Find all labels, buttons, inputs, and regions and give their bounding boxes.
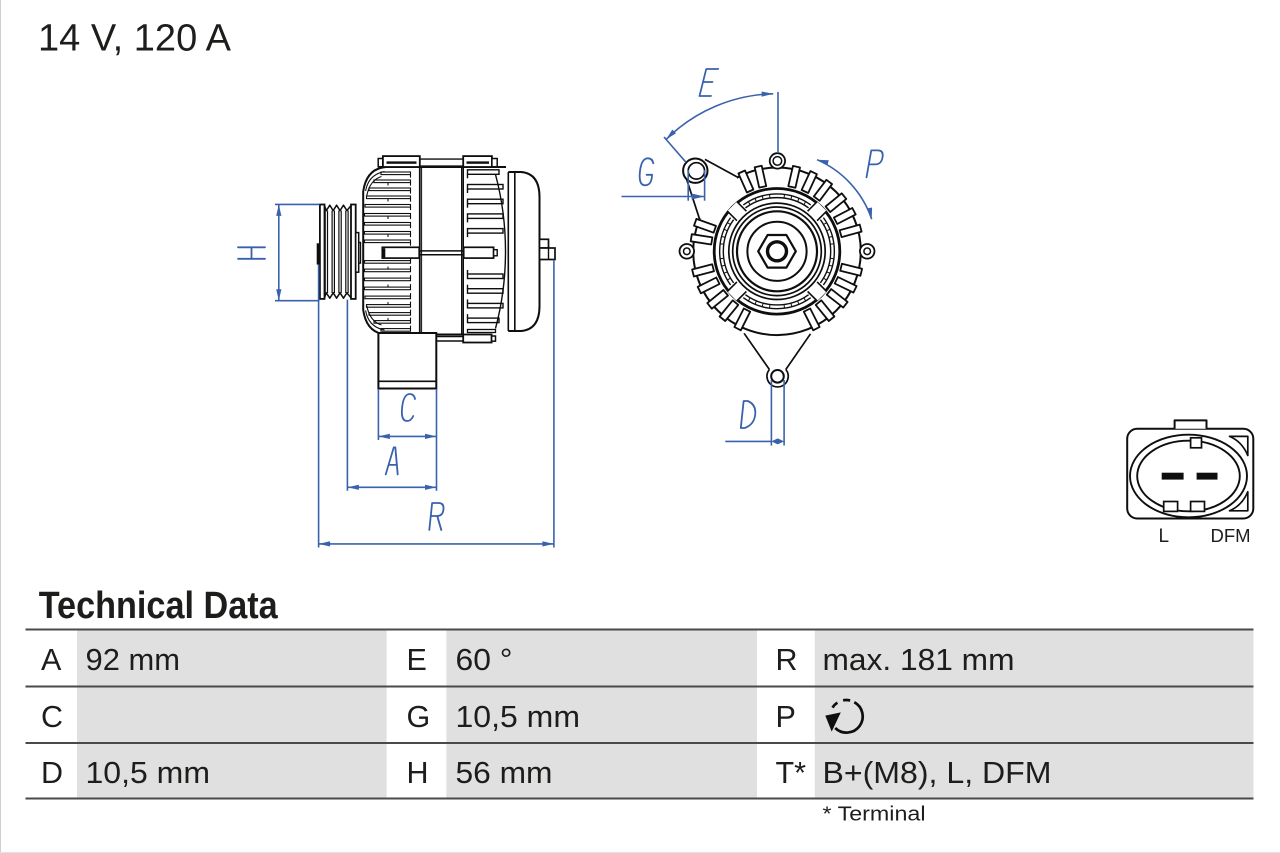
svg-text:10,5 mm: 10,5 mm — [86, 756, 211, 790]
svg-text:B+(M8), L, DFM: B+(M8), L, DFM — [823, 756, 1052, 790]
svg-text:L: L — [1159, 526, 1170, 547]
svg-text:92 mm: 92 mm — [86, 643, 181, 677]
svg-text:10,5 mm: 10,5 mm — [456, 700, 581, 734]
svg-text:D: D — [41, 756, 63, 790]
svg-text:C: C — [41, 700, 63, 734]
svg-text:E: E — [407, 643, 427, 677]
svg-text:* Terminal: * Terminal — [823, 804, 926, 826]
svg-text:14 V, 120 A: 14 V, 120 A — [38, 18, 232, 60]
svg-text:DFM: DFM — [1211, 525, 1251, 546]
svg-text:A: A — [41, 643, 62, 677]
svg-text:H: H — [407, 756, 429, 790]
svg-text:T*: T* — [776, 756, 807, 790]
svg-text:G: G — [407, 700, 431, 734]
svg-text:56 mm: 56 mm — [456, 756, 553, 790]
svg-text:60 °: 60 ° — [456, 643, 513, 677]
svg-text:Technical Data: Technical Data — [39, 585, 279, 627]
svg-text:max. 181 mm: max. 181 mm — [823, 643, 1015, 677]
svg-text:P: P — [776, 700, 796, 734]
svg-text:R: R — [776, 643, 798, 677]
